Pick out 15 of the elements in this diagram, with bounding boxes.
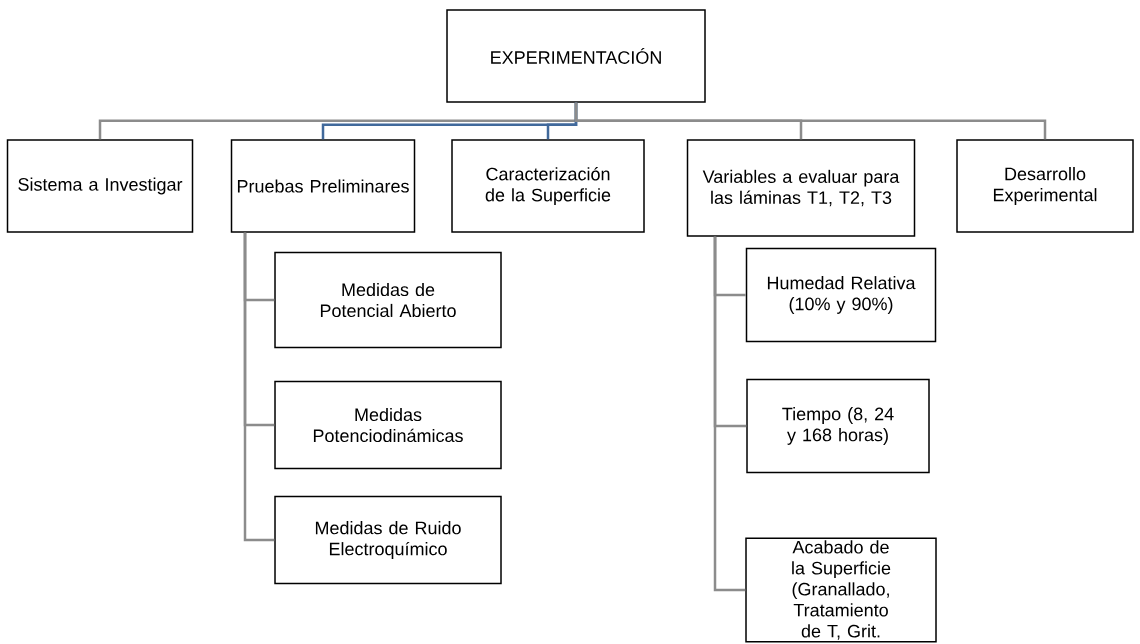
process-box: EXPERIMENTACIÓN bbox=[446, 9, 706, 103]
connector-line bbox=[574, 102, 1047, 140]
process-box: Sistema a Investigar bbox=[6, 139, 194, 233]
process-box: Medidas Potenciodinámicas bbox=[274, 380, 502, 470]
process-box: Variables a evaluar para las láminas T1, T2, T3 bbox=[686, 139, 916, 237]
connector-line bbox=[243, 232, 275, 542]
process-box: Medidas de Potencial Abierto bbox=[274, 251, 502, 349]
process-box: Pruebas Preliminares bbox=[230, 139, 416, 233]
process-box: Medidas de Ruido Electroquímico bbox=[274, 495, 502, 585]
process-box: Caracterización de la Superficie bbox=[451, 139, 645, 233]
process-box: Acabado de la Superficie (Granallado, Tratamiento de T, Grit. bbox=[745, 537, 937, 643]
process-box: Humedad Relativa (10% y 90%) bbox=[745, 247, 937, 343]
process-box: Desarrollo Experimental bbox=[956, 139, 1134, 233]
process-box: Tiempo (8, 24 y 168 horas) bbox=[746, 378, 930, 474]
connector-line bbox=[713, 236, 746, 592]
